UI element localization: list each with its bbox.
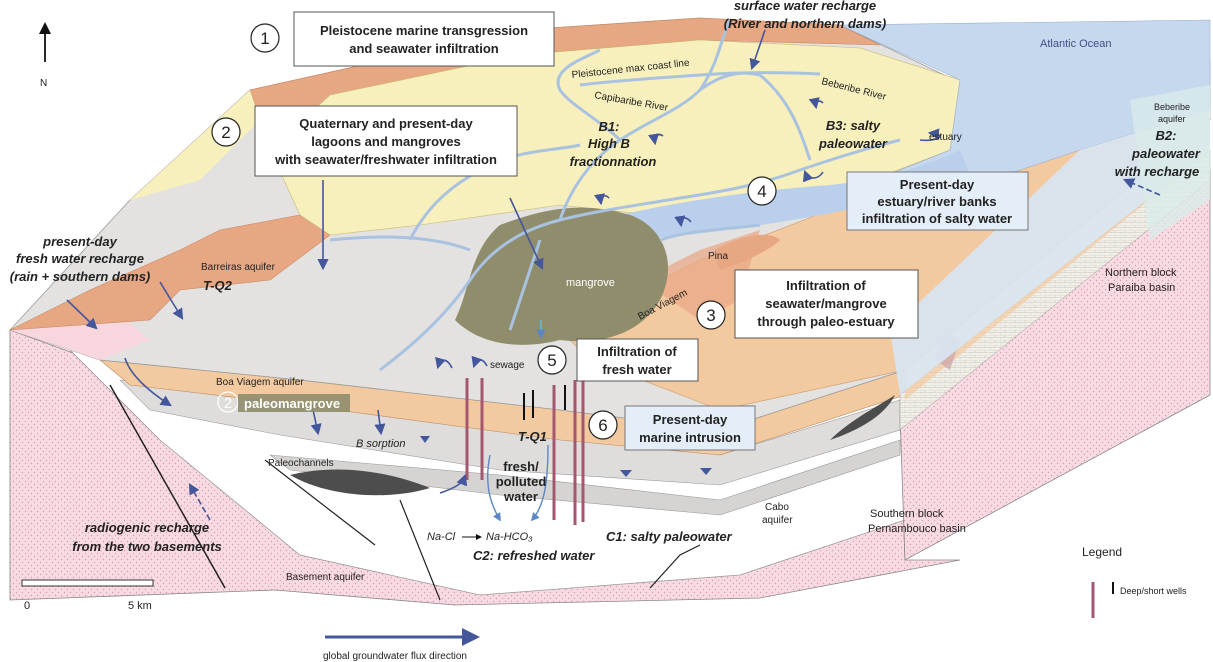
svg-text:B3: salty: B3: salty (826, 118, 881, 133)
surface-recharge-label: surface water recharge (River and northe… (724, 0, 887, 31)
svg-text:Present-day: Present-day (653, 412, 728, 427)
svg-text:Paraiba basin: Paraiba basin (1108, 282, 1175, 294)
svg-text:with seawater/freshwater infil: with seawater/freshwater infiltration (274, 152, 497, 167)
b-sorption-label: B sorption (356, 438, 406, 450)
svg-text:Pernambouco basin: Pernambouco basin (868, 523, 966, 535)
svg-text:Pleistocene marine transgressi: Pleistocene marine transgression (320, 23, 528, 38)
svg-text:through paleo-estuary: through paleo-estuary (757, 314, 895, 329)
svg-text:paleowater: paleowater (818, 136, 888, 151)
svg-text:from the two basements: from the two basements (72, 539, 222, 554)
tq2-label: T-Q2 (203, 278, 233, 293)
svg-text:Infiltration of: Infiltration of (597, 344, 677, 359)
nahco3-label: Na-HCO₃ (486, 531, 533, 543)
svg-text:fractionnation: fractionnation (570, 154, 657, 169)
svg-text:and seawater infiltration: and seawater infiltration (349, 41, 499, 56)
svg-text:0: 0 (24, 600, 30, 612)
svg-text:paleowater: paleowater (1131, 146, 1201, 161)
svg-text:2: 2 (224, 395, 232, 412)
svg-text:Northern block: Northern block (1105, 267, 1177, 279)
svg-text:(rain + southern dams): (rain + southern dams) (10, 269, 151, 284)
svg-text:infiltration of salty water: infiltration of salty water (862, 211, 1012, 226)
svg-text:4: 4 (757, 182, 766, 201)
svg-text:fresh/: fresh/ (503, 459, 539, 474)
paleochannels-label: Paleochannels (268, 458, 334, 469)
svg-text:aquifer: aquifer (1158, 114, 1186, 124)
legend: Legend Deep/short wells (1082, 545, 1187, 618)
svg-text:water: water (503, 489, 538, 504)
ocean-label: Atlantic Ocean (1040, 38, 1112, 50)
svg-text:High B: High B (588, 136, 630, 151)
paleomangrove-label: paleomangrove (244, 396, 340, 411)
svg-text:surface water recharge: surface water recharge (734, 0, 876, 13)
flux-label: global groundwater flux direction (323, 651, 467, 662)
compass-label: N (40, 78, 47, 89)
svg-text:Present-day: Present-day (900, 177, 975, 192)
svg-text:Beberibe: Beberibe (1154, 102, 1190, 112)
basement-label: Basement aquifer (286, 572, 365, 583)
svg-text:5 km: 5 km (128, 600, 152, 612)
svg-text:2: 2 (221, 123, 230, 142)
process-2: 2 Quaternary and present-day lagoons and… (212, 106, 517, 176)
svg-text:1: 1 (260, 29, 269, 48)
c2-label: C2: refreshed water (473, 548, 595, 563)
process-1: 1 Pleistocene marine transgression and s… (251, 12, 554, 66)
svg-text:marine intrusion: marine intrusion (639, 430, 741, 445)
svg-text:B2:: B2: (1156, 128, 1177, 143)
barreiras-label: Barreiras aquifer (201, 262, 276, 273)
pina-label: Pina (708, 251, 728, 262)
svg-text:aquifer: aquifer (762, 515, 793, 526)
svg-text:seawater/mangrove: seawater/mangrove (765, 296, 886, 311)
flux-legend: global groundwater flux direction (323, 628, 480, 662)
nacl-label: Na-Cl (427, 531, 456, 543)
svg-text:with recharge: with recharge (1115, 164, 1200, 179)
svg-text:6: 6 (598, 416, 607, 435)
svg-text:present-day: present-day (42, 234, 117, 249)
svg-text:Southern block: Southern block (870, 508, 944, 520)
estuary-label: estuary (929, 132, 962, 143)
mangrove-label: mangrove (566, 277, 615, 289)
svg-text:5: 5 (547, 351, 556, 370)
svg-text:Infiltration of: Infiltration of (786, 278, 866, 293)
sewage-label: sewage (490, 360, 525, 371)
svg-text:estuary/river banks: estuary/river banks (877, 194, 996, 209)
svg-text:polluted: polluted (496, 474, 547, 489)
svg-text:Quaternary and present-day: Quaternary and present-day (299, 116, 473, 131)
legend-wells: Deep/short wells (1120, 586, 1187, 596)
c1-label: C1: salty paleowater (606, 529, 733, 544)
legend-title: Legend (1082, 545, 1122, 559)
svg-text:Cabo: Cabo (765, 502, 789, 513)
svg-text:radiogenic recharge: radiogenic recharge (85, 520, 209, 535)
svg-text:B1:: B1: (599, 119, 620, 134)
svg-text:lagoons and mangroves: lagoons and mangroves (311, 134, 461, 149)
svg-text:(River and northern dams): (River and northern dams) (724, 16, 887, 31)
north-compass: N (39, 22, 51, 89)
svg-text:fresh water recharge: fresh water recharge (16, 251, 144, 266)
boa-viagem-aquifer-label: Boa Viagem aquifer (216, 377, 304, 388)
svg-text:3: 3 (706, 306, 715, 325)
tq1-label: T-Q1 (518, 429, 547, 444)
svg-text:fresh water: fresh water (602, 362, 671, 377)
